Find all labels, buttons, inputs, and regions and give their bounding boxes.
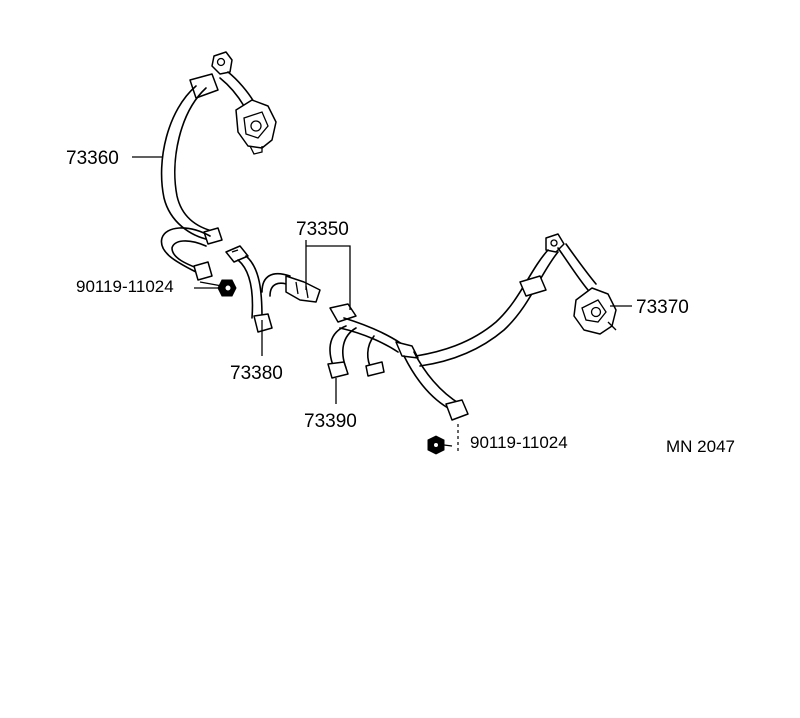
part-labels: 73360 73350 73370 90119-11024 73380 7339… xyxy=(66,148,735,456)
center-left-buckle xyxy=(261,272,321,303)
drawing-code: MN 2047 xyxy=(666,437,735,456)
right-bolt xyxy=(427,424,459,455)
label-bolt-right: 90119-11024 xyxy=(470,433,568,452)
label-73380: 73380 xyxy=(230,363,283,384)
label-73360: 73360 xyxy=(66,148,119,169)
center-buckle-assembly xyxy=(327,303,419,379)
leader-lines xyxy=(132,156,632,404)
left-buckle xyxy=(225,245,273,338)
label-73390: 73390 xyxy=(304,411,357,432)
label-73350: 73350 xyxy=(296,219,349,240)
label-73370: 73370 xyxy=(636,297,689,318)
label-bolt-left: 90119-11024 xyxy=(76,277,174,296)
right-outer-belt-assembly xyxy=(403,233,617,421)
left-outer-belt-assembly xyxy=(160,51,277,281)
